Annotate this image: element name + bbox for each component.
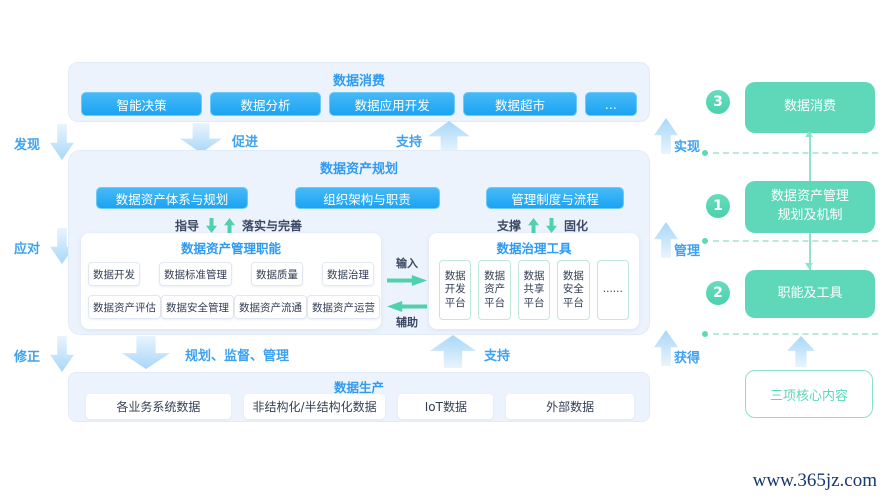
production-items-row: 各业务系统数据 非结构化/半结构化数据 IoT数据 外部数据 xyxy=(86,394,634,419)
link-label-guide: 指导 xyxy=(175,219,200,233)
data-asset-planning-panel: 数据资产规划 数据资产体系与规划 组织架构与职责 管理制度与流程 指导 落实与完… xyxy=(68,150,650,335)
green-down-arrow-icon xyxy=(206,218,218,233)
step-circle-1: 1 xyxy=(706,194,730,218)
right-flow-label-obtain: 获得 xyxy=(674,351,701,366)
green-down-arrow-icon xyxy=(546,218,558,233)
green-right-arrow-icon xyxy=(387,275,427,286)
dashed-separator xyxy=(702,150,878,156)
link-label-solidify: 固化 xyxy=(564,219,589,233)
flow-label-promote: 促进 xyxy=(232,135,259,150)
connector-arrowhead-down xyxy=(805,263,813,269)
planning-title: 数据资产规划 xyxy=(319,162,398,177)
left-flow-label-discover: 发现 xyxy=(14,138,41,153)
chip-data-governance: 数据治理 xyxy=(322,262,374,286)
up-arrow-icon xyxy=(430,335,476,368)
flow-label-plan-supervise-manage: 规划、监督、管理 xyxy=(185,349,290,364)
connector-arrowhead-up xyxy=(805,131,813,137)
node-business-system-data: 各业务系统数据 xyxy=(86,394,231,419)
step-circle-2: 2 xyxy=(706,281,730,305)
step-circle-3: 3 xyxy=(706,90,730,114)
planning-pillars-row: 数据资产体系与规划 组织架构与职责 管理制度与流程 xyxy=(96,187,624,209)
tools-title: 数据治理工具 xyxy=(496,241,572,256)
tool-data-asset-platform: 数据资产平台 xyxy=(478,260,511,320)
watermark: www.365jz.com xyxy=(752,470,877,491)
tool-more: ...... xyxy=(596,260,630,320)
chip-data-development: 数据开发 xyxy=(88,262,140,286)
node-data-analysis: 数据分析 xyxy=(210,92,321,116)
node-iot-data: IoT数据 xyxy=(398,394,494,419)
green-up-arrow-icon xyxy=(528,218,540,233)
exchange-label-input: 输入 xyxy=(396,257,418,270)
node-data-mart: 数据超市 xyxy=(463,92,577,116)
node-unstructured-data: 非结构化/半结构化数据 xyxy=(243,394,386,419)
functions-row-1: 数据开发 数据标准管理 数据质量 数据治理 xyxy=(88,262,374,286)
node-more: ... xyxy=(584,92,638,116)
left-flow-label-correct: 修正 xyxy=(14,350,41,365)
flow-label-support-bottom: 支持 xyxy=(484,349,511,364)
support-solidify-link: 支撑 固化 xyxy=(497,217,588,234)
chip-asset-evaluation: 数据资产评估 xyxy=(88,295,161,319)
management-functions-card: 数据资产管理职能 数据开发 数据标准管理 数据质量 数据治理 数据资产评估 数据… xyxy=(81,233,381,329)
node-org-structure-duties: 组织架构与职责 xyxy=(294,187,440,209)
governance-tools-card: 数据治理工具 数据开发平台 数据资产平台 数据共享平台 数据安全平台 .....… xyxy=(429,233,639,329)
tool-data-dev-platform: 数据开发平台 xyxy=(438,260,472,320)
node-management-process: 管理制度与流程 xyxy=(486,187,624,209)
down-arrow-icon xyxy=(180,123,222,153)
left-flow-label-respond: 应对 xyxy=(14,242,41,257)
dashed-separator xyxy=(702,331,878,337)
summary-node-data-consumption: 数据消费 xyxy=(745,82,875,133)
node-data-app-dev: 数据应用开发 xyxy=(328,92,456,116)
consumption-items-row: 智能决策 数据分析 数据应用开发 数据超市 ... xyxy=(81,92,638,116)
production-title: 数据生产 xyxy=(333,380,384,395)
connector-line xyxy=(809,233,811,270)
chip-data-standard-mgmt: 数据标准管理 xyxy=(159,262,232,286)
chip-asset-operation: 数据资产运营 xyxy=(307,295,380,319)
green-left-arrow-icon xyxy=(387,301,427,312)
tools-row: 数据开发平台 数据资产平台 数据共享平台 数据安全平台 ...... xyxy=(438,260,630,320)
connector-line xyxy=(809,133,811,182)
node-asset-system-planning: 数据资产体系与规划 xyxy=(96,187,248,209)
up-arrow-icon xyxy=(787,336,815,367)
summary-node-functions-tools: 职能及工具 xyxy=(745,270,875,318)
chip-data-quality: 数据质量 xyxy=(251,262,303,286)
link-label-implement: 落实与完善 xyxy=(242,219,303,233)
data-consumption-title: 数据消费 xyxy=(332,74,385,89)
down-arrow-icon xyxy=(50,336,74,372)
up-arrow-icon xyxy=(428,121,470,153)
node-smart-decision: 智能决策 xyxy=(81,92,203,116)
functions-row-2: 数据资产评估 数据安全管理 数据资产流通 数据资产运营 xyxy=(88,295,380,319)
right-flow-label-realize: 实现 xyxy=(674,140,701,155)
data-production-panel: 数据生产 各业务系统数据 非结构化/半结构化数据 IoT数据 外部数据 xyxy=(68,372,650,422)
link-label-support: 支撑 xyxy=(497,219,522,233)
chip-asset-circulation: 数据资产流通 xyxy=(234,295,307,319)
tool-data-security-platform: 数据安全平台 xyxy=(557,260,590,320)
summary-node-planning-mechanism: 数据资产管理规划及机制 xyxy=(745,181,875,233)
functions-title: 数据资产管理职能 xyxy=(180,241,281,256)
flow-label-support-top: 支持 xyxy=(396,135,423,150)
guide-implement-link: 指导 落实与完善 xyxy=(175,217,302,234)
down-arrow-icon xyxy=(122,336,170,369)
exchange-label-assist: 辅助 xyxy=(396,316,418,329)
data-consumption-panel: 数据消费 智能决策 数据分析 数据应用开发 数据超市 ... xyxy=(68,62,650,122)
right-flow-label-manage: 管理 xyxy=(674,244,701,259)
node-external-data: 外部数据 xyxy=(506,394,634,419)
chip-data-security-mgmt: 数据安全管理 xyxy=(161,295,234,319)
tool-data-sharing-platform: 数据共享平台 xyxy=(517,260,551,320)
dashed-separator xyxy=(702,238,878,244)
three-core-contents-box: 三项核心内容 xyxy=(745,370,873,418)
green-up-arrow-icon xyxy=(224,218,236,233)
input-assist-exchange: 输入 辅助 xyxy=(385,253,429,330)
